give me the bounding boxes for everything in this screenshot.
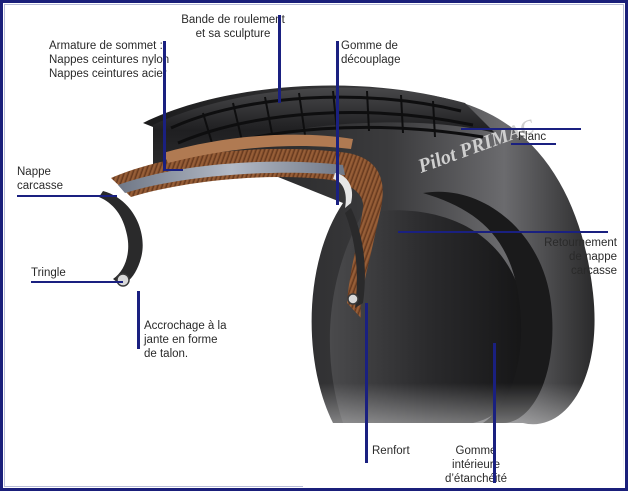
leader-accrochage [137, 291, 140, 349]
label-accrochage: Accrochage à la jante en forme de talon. [144, 319, 226, 361]
leader-gomme-interieure [493, 343, 496, 483]
leader-armature-foot [163, 169, 183, 171]
leader-tringle [31, 281, 123, 283]
bead-wire-right [348, 294, 358, 304]
label-renfort: Renfort [372, 444, 410, 458]
bead-wire [117, 274, 129, 286]
label-gomme-decouplage: Gomme de découplage [341, 39, 400, 67]
leader-flanc-tail [511, 143, 556, 145]
leader-flanc [461, 128, 581, 130]
leader-armature [163, 41, 166, 171]
label-flanc: Flanc [518, 130, 546, 144]
label-retournement-nappe: Retournement de nappe carcasse [523, 236, 617, 278]
leader-renfort [365, 303, 368, 463]
label-bande-roulement: Bande de roulement et sa sculpture [178, 13, 288, 41]
label-armature-sommet: Armature de sommet : Nappes ceintures ny… [49, 39, 161, 81]
label-nappe-carcasse: Nappe carcasse [17, 165, 63, 193]
bead-curl-section [99, 191, 143, 285]
leader-gomme-decouplage [336, 41, 339, 205]
label-tringle: Tringle [31, 266, 66, 280]
leader-nappe [17, 195, 117, 197]
leader-retournement [398, 231, 608, 233]
leader-bande [278, 15, 281, 103]
label-gomme-interieure: Gomme intérieure d’étanchéité [428, 444, 524, 486]
